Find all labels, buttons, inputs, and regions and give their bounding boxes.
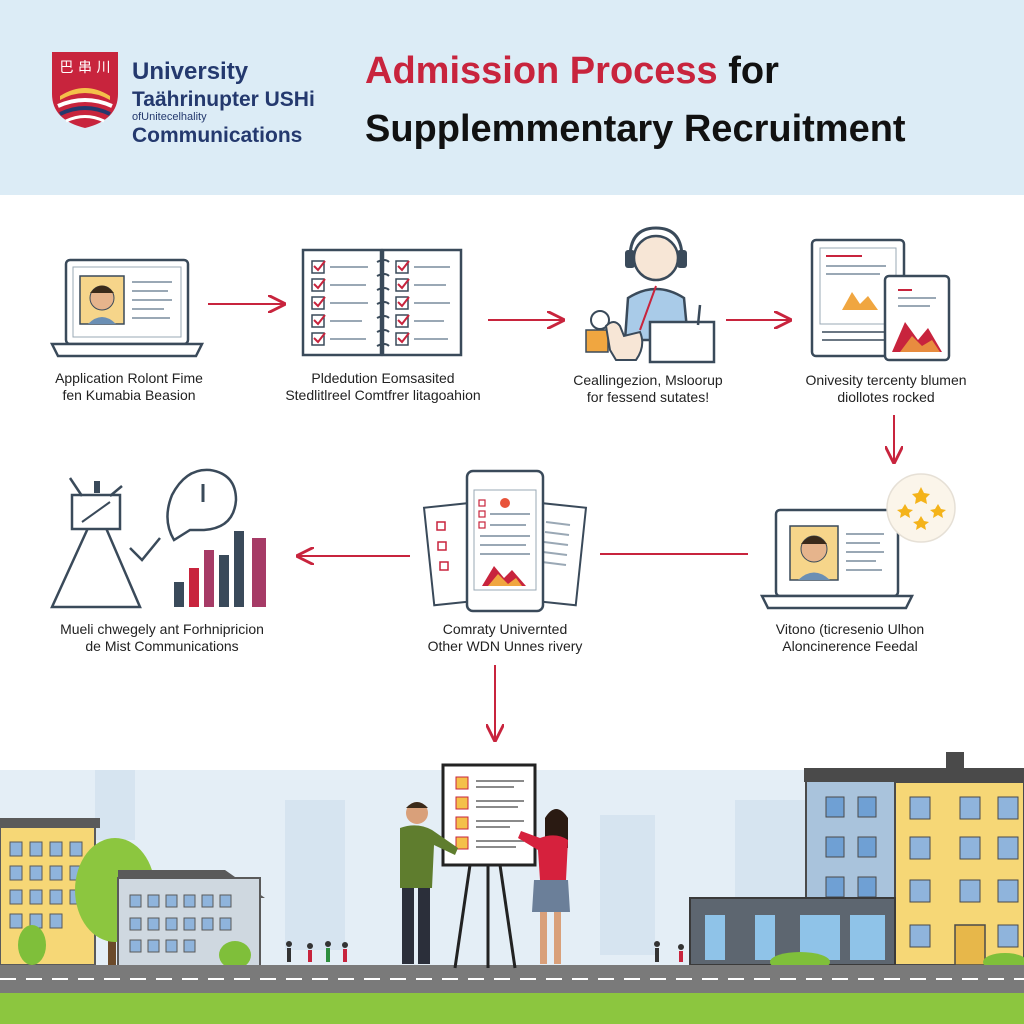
analytics-chart-icon	[50, 468, 266, 609]
step-3-line-2: for fessend sutates!	[586, 389, 710, 405]
step-6-caption: Comraty Univernted Other WDN Unnes river…	[365, 621, 645, 655]
step-2-line-2: Stedlitlreel Comtfrer litagoahion	[285, 387, 481, 403]
logo-line-1: University	[132, 58, 249, 85]
tablet-report-icon	[810, 238, 951, 362]
step-1-caption: Application Rolont Fime fen Kumabia Beas…	[0, 370, 269, 404]
grass-strip	[0, 993, 1024, 1024]
title-rest: for	[717, 50, 779, 92]
step-6-line-2: Other WDN Unnes rivery	[427, 638, 583, 654]
building-right-low	[689, 897, 1024, 972]
pedestrians	[286, 941, 684, 962]
university-crest-icon: 巴 串 川	[52, 52, 118, 128]
step-5-line-2: Aloncinerence Feedal	[782, 638, 918, 654]
step-4-line-1: Onivesity tercenty blumen	[805, 372, 967, 388]
step-6-line-1: Comraty Univernted	[442, 621, 568, 637]
person-man	[400, 802, 458, 964]
building-left-grey	[117, 870, 265, 969]
step-7-line-2: de Mist Communications	[85, 638, 239, 654]
presentation-board-icon	[441, 763, 537, 969]
headset-agent-icon	[585, 226, 716, 364]
laptop-profile-icon	[49, 258, 205, 358]
video-interview-icon	[759, 473, 956, 610]
step-1-line-1: Application Rolont Fime	[55, 370, 203, 386]
page-title-line-2: Supplemmentary Recruitment	[365, 108, 906, 150]
step-3-caption: Ceallingezion, Msloorup for fessend suta…	[508, 372, 788, 406]
person-woman	[518, 809, 570, 964]
step-4-line-2: diollotes rocked	[837, 389, 935, 405]
step-4-caption: Onivesity tercenty blumen diollotes rock…	[746, 372, 1024, 406]
logo-line-2: Taährinupter USHi	[132, 88, 315, 111]
building-right-yellow	[894, 781, 1024, 966]
step-3-line-1: Ceallingezion, Msloorup	[573, 372, 723, 388]
step-7-line-1: Mueli chwegely ant Forhnipricion	[60, 621, 264, 637]
step-2-line-1: Pldedution Eomsasited	[311, 370, 455, 386]
logo-line-4: Communications	[132, 124, 303, 147]
step-2-caption: Pldedution Eomsasited Stedlitlreel Comtf…	[243, 370, 523, 404]
header-banner	[0, 0, 1024, 195]
step-5-line-1: Vitono (ticresenio Ulhon	[775, 621, 925, 637]
logo-line-3: ofUnitecelhality	[132, 111, 207, 123]
title-accent: Admission Process	[365, 50, 718, 92]
step-5-caption: Vitono (ticresenio Ulhon Aloncinerence F…	[710, 621, 990, 655]
flow-arrows	[208, 304, 894, 740]
checklist-book-icon	[301, 248, 463, 357]
page-title-line-1: Admission Process for	[365, 50, 779, 93]
crest-glyphs: 巴 串 川	[60, 60, 111, 76]
step-1-line-2: fen Kumabia Beasion	[62, 387, 196, 403]
step-7-caption: Mueli chwegely ant Forhnipricion de Mist…	[22, 621, 302, 655]
document-stack-icon	[422, 469, 588, 613]
